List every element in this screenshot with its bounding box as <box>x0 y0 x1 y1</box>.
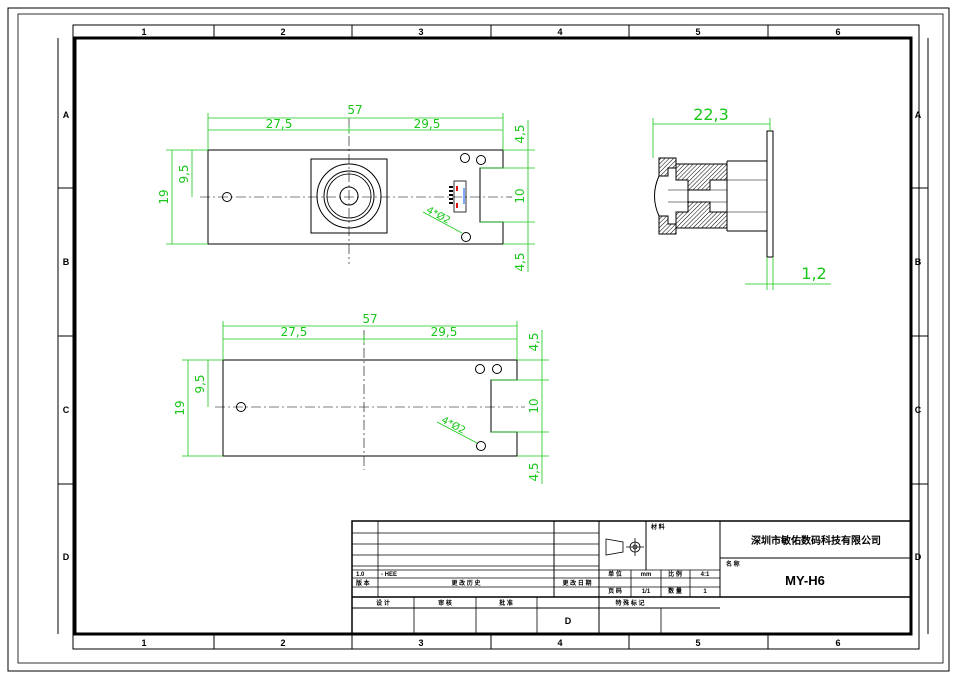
bottom-view-hole <box>475 364 485 374</box>
side-dim-thickness: 1,2 <box>801 264 826 283</box>
top-dim-holes: 4*Ø2 <box>424 204 452 227</box>
side-dim-depth: 22,3 <box>693 105 729 124</box>
top-view-hole <box>476 155 486 165</box>
zone-row-c-left: C <box>63 405 70 415</box>
zone-row-c-right: C <box>915 405 922 415</box>
top-view-hole <box>460 153 470 163</box>
company-name: 深圳市敏佑数码科技有限公司 <box>751 534 881 547</box>
top-view <box>200 118 512 264</box>
zone-ticks <box>57 25 929 649</box>
scale-value: 4:1 <box>701 572 710 578</box>
top-dim-height: 19 <box>157 189 171 204</box>
zone-frame <box>72 24 920 650</box>
design-label: 设 计 <box>376 599 390 607</box>
zone-col-3-top: 3 <box>418 27 423 37</box>
zone-row-b-left: B <box>63 257 70 267</box>
bottom-dim-slot-width: 10 <box>527 398 541 413</box>
bottom-dim-left-width: 27,5 <box>281 325 308 339</box>
material-label: 材 料 <box>650 523 665 531</box>
top-dim-slot-bottom: 4,5 <box>513 252 527 271</box>
bottom-dim-height: 19 <box>173 400 187 415</box>
zone-col-1-bottom: 1 <box>141 638 146 648</box>
history-label: 更 改 历 史 <box>451 579 481 587</box>
zone-col-6-top: 6 <box>835 27 840 37</box>
title-block-grid <box>351 520 912 635</box>
zone-col-1-top: 1 <box>141 27 146 37</box>
unit-label: 单 位 <box>608 570 622 578</box>
side-view-holder <box>726 160 767 232</box>
top-view-connector <box>449 180 467 213</box>
top-view-dimension-lines <box>166 113 535 272</box>
bottom-dim-overall-width: 57 <box>362 312 377 326</box>
bottom-view-outline <box>222 359 518 457</box>
unit-value: mm <box>641 572 652 578</box>
review-label: 审 核 <box>438 599 452 607</box>
bottom-view-hole <box>476 441 486 451</box>
version-value: 1.0 <box>356 572 365 578</box>
zone-row-a-right: A <box>915 110 922 120</box>
special-mark-label: 特 殊 标 记 <box>615 599 644 607</box>
zone-col-2-bottom: 2 <box>280 638 285 648</box>
marker-red-icon <box>456 186 458 191</box>
approve-label: 批 准 <box>499 599 513 607</box>
side-view-barrel-bottom <box>675 201 728 229</box>
bottom-view-dimension-lines <box>182 321 549 484</box>
top-dim-slot-top: 4,5 <box>513 124 527 143</box>
projection-symbol-icon <box>605 538 644 556</box>
bottom-view-hole <box>492 364 502 374</box>
side-view-board <box>766 130 774 258</box>
outer-border-2 <box>17 13 944 664</box>
bottom-dim-right-width: 29,5 <box>431 325 458 339</box>
bottom-dim-slot-top: 4,5 <box>527 332 541 351</box>
top-dim-left-width: 27,5 <box>266 117 293 131</box>
side-view-dimension-lines <box>652 118 831 290</box>
bottom-dim-half-height: 9,5 <box>193 374 207 393</box>
zone-col-3-bottom: 3 <box>418 638 423 648</box>
side-view-lens-front <box>654 175 660 217</box>
zone-row-a-left: A <box>63 110 70 120</box>
zone-row-d-left: D <box>63 552 70 562</box>
top-dim-right-width: 29,5 <box>414 117 441 131</box>
qty-label: 数 量 <box>668 587 682 595</box>
bottom-view <box>215 330 525 470</box>
part-name: MY-H6 <box>785 573 825 588</box>
zone-row-d-right: D <box>915 552 922 562</box>
name-label: 名 称 <box>726 560 740 568</box>
bottom-view-centerlines <box>215 330 525 470</box>
top-dim-slot-width: 10 <box>513 188 527 203</box>
side-view-barrel-top <box>675 163 728 191</box>
zone-col-4-top: 4 <box>557 27 562 37</box>
top-view-centerlines <box>200 118 512 264</box>
outer-border <box>7 7 950 672</box>
qty-value: 1 <box>703 589 707 595</box>
zone-col-6-bottom: 6 <box>835 638 840 648</box>
scale-label: 比 例 <box>668 570 682 578</box>
bottom-dim-holes: 4*Ø2 <box>439 414 467 437</box>
marker-blue-icon <box>463 188 465 204</box>
zone-col-5-bottom: 5 <box>695 638 700 648</box>
change-date-label: 更 改 日 期 <box>562 579 591 587</box>
revision-code: D <box>565 616 572 626</box>
top-view-hole <box>461 232 471 242</box>
side-view <box>654 130 774 258</box>
page-value: 1/1 <box>642 589 651 595</box>
bottom-dim-slot-bottom: 4,5 <box>527 462 541 481</box>
top-dim-half-height: 9,5 <box>177 164 191 183</box>
version-note: - HEE <box>381 572 397 578</box>
zone-col-2-top: 2 <box>280 27 285 37</box>
page-label: 页 码 <box>608 587 622 595</box>
top-dim-overall-width: 57 <box>347 103 362 117</box>
zone-row-b-right: B <box>915 257 922 267</box>
version-label: 版 本 <box>355 579 371 587</box>
marker-red-icon <box>456 203 458 208</box>
zone-col-5-top: 5 <box>695 27 700 37</box>
zone-col-4-bottom: 4 <box>557 638 562 648</box>
